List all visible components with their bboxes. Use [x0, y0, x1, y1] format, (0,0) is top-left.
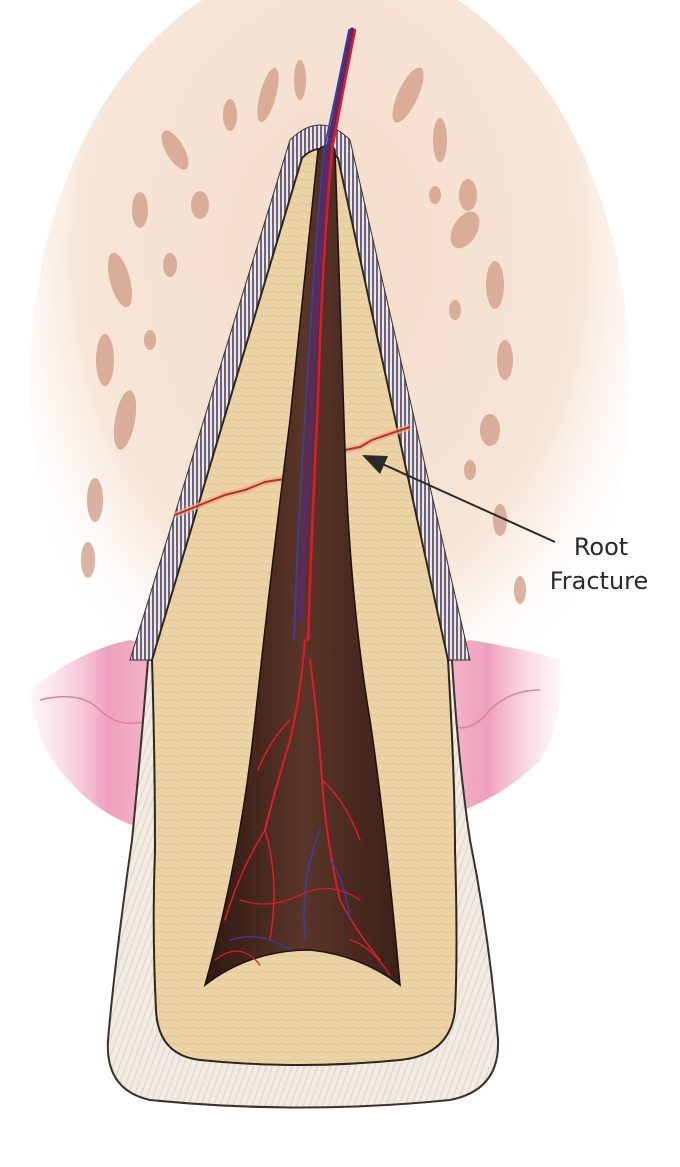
annotation-label-root: Root: [573, 533, 629, 561]
neurovascular-bundle: [214, 27, 391, 976]
annotation-arrow: [362, 455, 556, 543]
annotation-label-fracture: Fracture: [549, 567, 649, 595]
gingiva: [30, 640, 561, 830]
